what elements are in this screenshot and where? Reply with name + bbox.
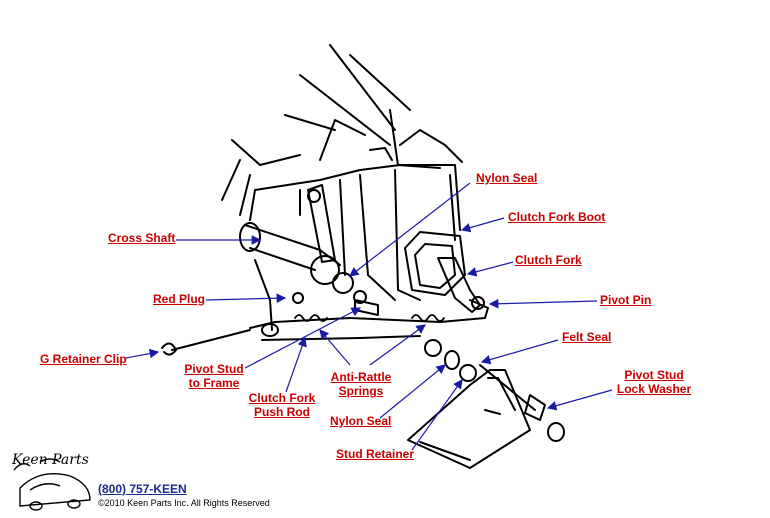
label-clutch-fork-boot[interactable]: Clutch Fork Boot [508, 210, 606, 224]
phone-number[interactable]: (800) 757-KEEN [98, 482, 187, 496]
label-pivot-stud-to-frame[interactable]: Pivot Stud to Frame [184, 362, 243, 390]
label-red-plug[interactable]: Red Plug [153, 292, 206, 306]
label-line: Anti-Rattle [330, 370, 392, 384]
label-nylon-seal-bottom[interactable]: Nylon Seal [330, 414, 392, 428]
label-line: Lock Washer [616, 382, 692, 396]
label-g-retainer-clip[interactable]: G Retainer Clip [40, 352, 127, 366]
label-clutch-fork[interactable]: Clutch Fork [515, 253, 582, 267]
label-line: Springs [338, 384, 384, 398]
label-felt-seal[interactable]: Felt Seal [562, 330, 612, 344]
label-stud-retainer[interactable]: Stud Retainer [336, 447, 415, 461]
label-anti-rattle-springs[interactable]: Anti-Rattle Springs [331, 370, 392, 398]
label-cross-shaft[interactable]: Cross Shaft [108, 231, 176, 245]
brand-name: Keen Parts [12, 452, 89, 468]
label-line: Push Rod [253, 405, 310, 419]
label-nylon-seal-top[interactable]: Nylon Seal [476, 171, 538, 185]
label-line: Clutch Fork [248, 391, 316, 405]
label-pivot-stud-lock-washer[interactable]: Pivot Stud Lock Washer [617, 368, 691, 396]
leader-arrows [125, 182, 613, 451]
label-line: Pivot Stud [624, 368, 684, 382]
label-line: Pivot Stud [184, 362, 244, 376]
keen-parts-logo [13, 458, 91, 511]
label-line: to Frame [188, 376, 240, 390]
label-clutch-fork-push-rod[interactable]: Clutch Fork Push Rod [249, 391, 316, 419]
label-pivot-pin[interactable]: Pivot Pin [600, 293, 652, 307]
copyright-text: ©2010 Keen Parts Inc. All Rights Reserve… [98, 498, 270, 508]
clutch-assembly-drawing [161, 44, 565, 469]
